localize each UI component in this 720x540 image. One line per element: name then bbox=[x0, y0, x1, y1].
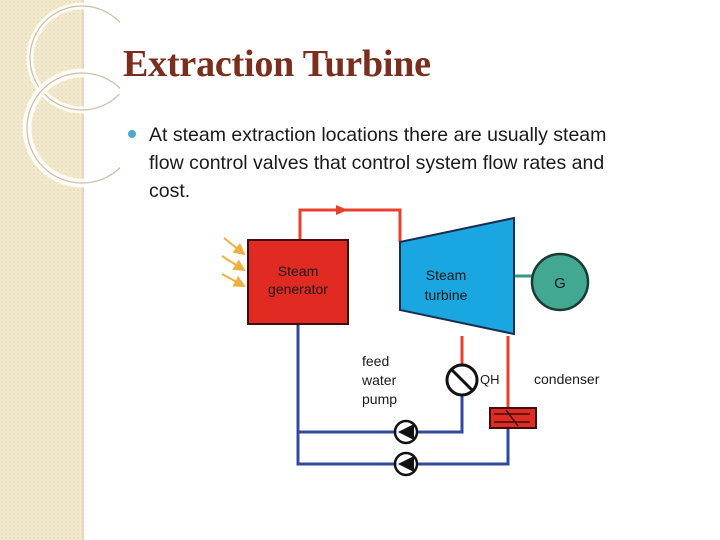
valve-slash bbox=[450, 368, 474, 392]
steam-turbine-label: turbine bbox=[425, 287, 468, 303]
cycle-diagram-svg: Steam generator Steam turbine G QH conde… bbox=[221, 205, 600, 477]
decorative-rings bbox=[22, 2, 120, 188]
heat-arrow bbox=[221, 255, 246, 272]
pump-arrow bbox=[398, 424, 414, 440]
condenser-label: condenser bbox=[534, 371, 600, 387]
condenser-coil-icon bbox=[494, 409, 530, 427]
feed-water-pump-label: water bbox=[361, 372, 397, 388]
heat-arrow bbox=[221, 273, 246, 287]
extraction-turbine-diagram: Steam generator Steam turbine G QH conde… bbox=[214, 196, 632, 484]
feed-water-pump-icon bbox=[393, 419, 419, 445]
steam-generator-label: generator bbox=[268, 281, 328, 297]
heat-input-arrows bbox=[221, 237, 246, 287]
condenser-box bbox=[489, 407, 537, 429]
ring-lower-outline bbox=[26, 72, 120, 184]
steam-turbine-label: Steam bbox=[426, 267, 466, 283]
slide-title: Extraction Turbine bbox=[123, 43, 431, 85]
valve-label: QH bbox=[480, 372, 500, 387]
pump-arrow bbox=[398, 456, 414, 472]
steam-generator-label: Steam bbox=[278, 263, 318, 279]
feed-water-pump-label: pump bbox=[362, 391, 397, 407]
bullet-item: At steam extraction locations there are … bbox=[128, 121, 688, 205]
steam-generator-box bbox=[247, 239, 349, 325]
condensate-pump-icon bbox=[393, 451, 419, 477]
side-band-edge bbox=[82, 0, 84, 540]
steam-flow-arrow bbox=[336, 205, 348, 215]
bullet-dot-icon bbox=[128, 130, 136, 138]
ring-upper-outline bbox=[29, 5, 120, 111]
heat-arrow bbox=[223, 237, 246, 256]
ring-lower bbox=[22, 68, 120, 188]
generator-circle bbox=[530, 252, 590, 312]
feedwater-return-line bbox=[296, 324, 398, 466]
feed-water-pump-label: feed bbox=[362, 353, 389, 369]
steam-supply-line bbox=[298, 208, 402, 242]
extraction-return-line bbox=[416, 396, 464, 434]
bullet-text: At steam extraction locations there are … bbox=[149, 124, 607, 202]
condensate-line bbox=[416, 428, 510, 466]
steam-turbine-shape bbox=[399, 216, 515, 336]
generator-label: G bbox=[554, 275, 566, 292]
